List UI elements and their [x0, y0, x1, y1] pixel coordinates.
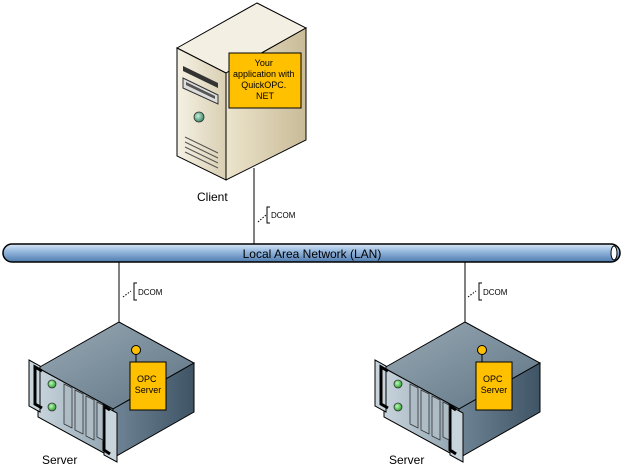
client-label: Client — [197, 190, 228, 204]
dcom-label: DCOM — [138, 288, 163, 297]
app-box — [228, 52, 302, 109]
opc-server-box — [475, 361, 513, 411]
opc-server-box — [129, 361, 167, 411]
dcom-annotation-server1: DCOM — [122, 282, 163, 301]
dcom-label: DCOM — [271, 211, 296, 220]
opc-box-line: Server — [135, 385, 162, 395]
client-computer: Your application with QuickOPC. NET — [175, 2, 308, 181]
server-1: OPC Server — [28, 321, 196, 463]
svg-text:Your application with: Your application with QuickOPC. NET — [233, 58, 297, 101]
server-1-label: Server — [42, 453, 77, 467]
opc-box-line: OPC — [483, 374, 503, 384]
lan-label: Local Area Network (LAN) — [243, 247, 382, 261]
server-2: OPC Server — [374, 321, 542, 463]
opc-box-line: OPC — [137, 374, 157, 384]
status-led-icon — [47, 379, 57, 389]
status-led-icon — [393, 402, 403, 412]
server-2-label: Server — [389, 453, 424, 467]
app-box-line: Your — [255, 58, 273, 68]
dcom-annotation-client: DCOM — [257, 206, 296, 224]
status-led-icon — [47, 402, 57, 412]
app-box-line: QuickOPC. — [241, 80, 286, 90]
app-box-line: NET — [256, 91, 275, 101]
opc-box-line: Server — [481, 385, 508, 395]
app-box-line: application with — [233, 69, 295, 79]
lan-bus: Local Area Network (LAN) — [2, 243, 621, 263]
dcom-annotation-server2: DCOM — [467, 282, 508, 301]
status-led-icon — [393, 379, 403, 389]
power-button-icon — [193, 111, 205, 123]
svg-text:OPC Server: OPC Server — [135, 374, 162, 395]
dcom-label: DCOM — [483, 288, 508, 297]
svg-text:OPC Server: OPC Server — [481, 374, 508, 395]
